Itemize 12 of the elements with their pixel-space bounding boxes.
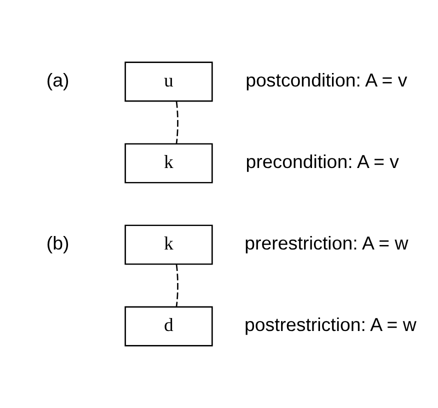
node-box: k (124, 224, 212, 265)
connector (175, 101, 178, 144)
node-label: postcondition: A = v (245, 70, 407, 91)
node-box: u (124, 62, 212, 102)
node-label: precondition: A = v (245, 151, 399, 172)
node-box: k (124, 143, 212, 184)
connector (175, 264, 178, 307)
node-label: prerestriction: A = w (244, 232, 408, 254)
node-box: d (124, 306, 212, 346)
node-label: postrestriction: A = w (244, 314, 416, 336)
label: (a) (46, 70, 69, 91)
label: (b) (46, 232, 69, 254)
